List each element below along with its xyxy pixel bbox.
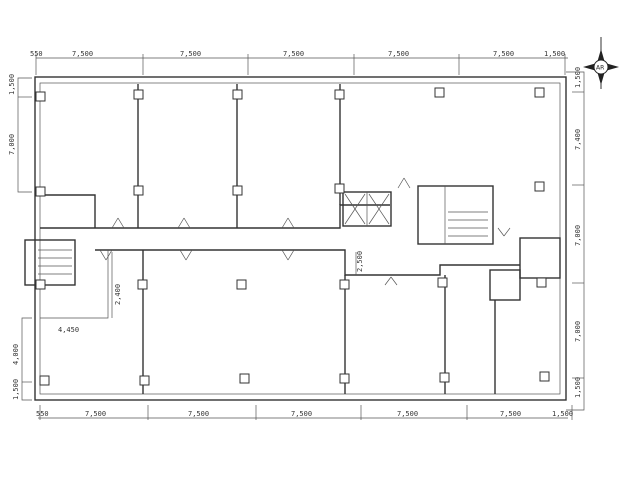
top-dimension-line: 550 7,500 7,500 7,500 7,500 7,500 1,500 [30,50,568,75]
north-compass: AR [583,37,619,89]
dim-label: 7,500 [388,50,409,58]
dim-label: 7,500 [493,50,514,58]
dim-label: 1,500 [574,377,582,398]
dim-label: 1,500 [544,50,565,58]
bottom-dimension-line: 550 7,500 7,500 7,500 7,500 7,500 1,500 [36,405,573,420]
dim-label: 7,000 [574,321,582,342]
right-dimension-line: 1,500 7,400 7,000 7,000 1,500 [566,67,585,411]
dim-label: 1,500 [552,410,573,418]
dim-label: 7,000 [8,134,16,155]
dim-label: 7,500 [72,50,93,58]
dim-label: 4,450 [58,326,79,334]
doors [99,177,511,286]
dim-label: 1,500 [8,74,16,95]
columns [35,87,550,386]
interior-dimensions: 2,500 2,400 4,450 [58,251,364,334]
core-wc-stairs [417,185,494,245]
left-dimension-line: 1,500 7,000 4,000 1,500 [8,74,32,401]
dim-label: 7,500 [397,410,418,418]
dim-label: 7,000 [574,225,582,246]
building-walls [24,76,567,401]
dim-label: 7,500 [188,410,209,418]
dim-label: 7,500 [291,410,312,418]
dim-label: 7,500 [180,50,201,58]
dim-label: 2,400 [114,284,122,305]
dim-label: 2,500 [356,251,364,272]
dim-label: 1,500 [574,67,582,88]
dim-label: 7,500 [500,410,521,418]
dim-label: 7,400 [574,129,582,150]
dim-label: 550 [30,50,43,58]
compass-label: AR [596,65,604,72]
dim-label: 1,500 [12,379,20,400]
dim-label: 7,500 [85,410,106,418]
dim-label: 550 [36,410,49,418]
dim-label: 4,000 [12,344,20,365]
dim-label: 7,500 [283,50,304,58]
stair-left [24,239,76,286]
